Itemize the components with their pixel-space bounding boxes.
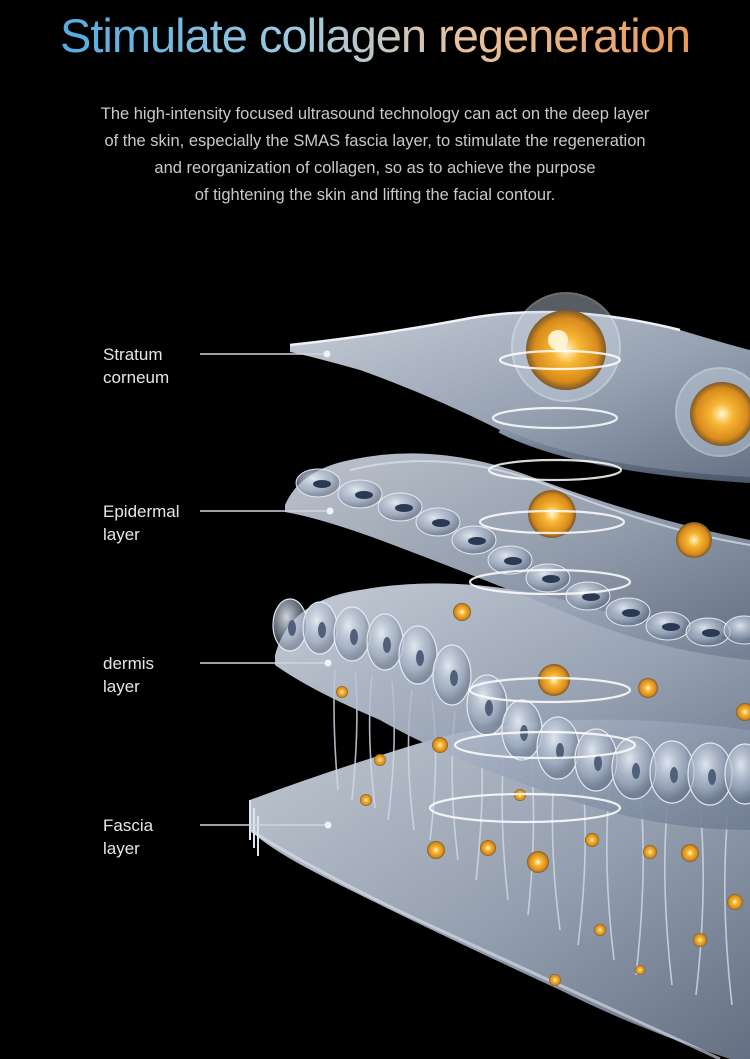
label-stratum-corneum: Stratum corneum <box>103 345 170 387</box>
description-line: of the skin, especially the SMAS fascia … <box>104 132 646 150</box>
label-leader-lines <box>200 353 328 826</box>
small-collagen-orbs <box>336 603 750 986</box>
page-title: Stimulate collagen regeneration <box>0 8 750 63</box>
description-line: of tightening the skin and lifting the f… <box>194 186 556 204</box>
description: The high-intensity focused ultrasound te… <box>40 101 710 209</box>
description-line: and reorganization of collagen, so as to… <box>154 159 596 177</box>
leader-dots <box>323 350 334 829</box>
description-line: The high-intensity focused ultrasound te… <box>100 105 650 123</box>
large-collagen-orb <box>511 292 621 402</box>
dermis-layer-shape <box>272 583 750 830</box>
skin-layers-illustration <box>200 292 750 1059</box>
ultrasound-rings <box>428 349 637 824</box>
label-dermis-layer: dermis layer <box>103 654 155 696</box>
label-fascia-layer: Fascia layer <box>103 816 154 858</box>
large-collagen-orb <box>675 367 750 457</box>
label-epidermal-layer: Epidermal layer <box>103 502 180 544</box>
